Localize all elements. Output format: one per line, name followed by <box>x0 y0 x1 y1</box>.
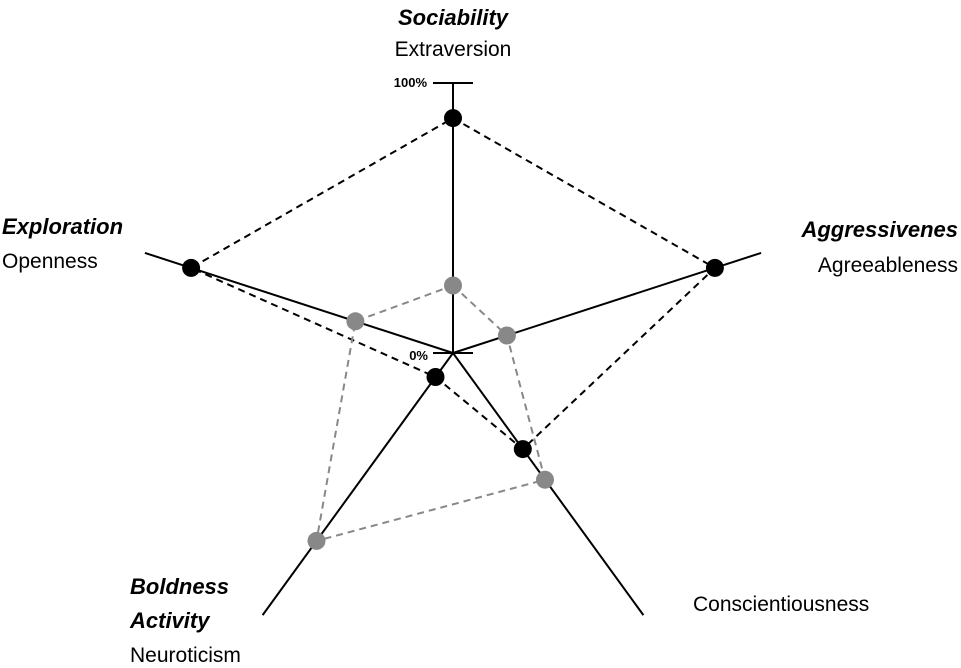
axis-agreeableness-label: Agreeableness <box>818 254 958 277</box>
series-1-point-extraversion <box>444 276 462 295</box>
axis-extraversion-bold-label: Sociability <box>398 5 510 30</box>
series-0-point-neuroticism <box>426 368 445 386</box>
axis-line-neuroticism <box>261 352 454 616</box>
series-0-outline <box>188 116 717 451</box>
axis-neuroticism-bold-label-1: Boldness <box>130 574 229 599</box>
scale-max-label: 100% <box>394 75 428 90</box>
axis-neuroticism-label: Neuroticism <box>130 644 241 667</box>
axis-openness-bold-label: Exploration <box>2 214 123 239</box>
axis-openness-label: Openness <box>2 250 98 273</box>
series-0-point-extraversion <box>444 109 462 128</box>
series-1-point-conscientiousness <box>536 470 554 489</box>
series-0-point-conscientiousness <box>513 440 532 459</box>
series-0-point-openness <box>182 258 201 277</box>
axis-agreeableness-bold-label: Aggressivenes <box>800 217 958 242</box>
scale-min-label: 0% <box>409 348 428 363</box>
series-layer <box>182 109 724 550</box>
axis-extraversion-label: Extraversion <box>395 38 512 61</box>
series-0-point-agreeableness <box>705 258 724 277</box>
series-1-point-neuroticism <box>307 531 326 550</box>
series-1-point-agreeableness <box>497 326 516 345</box>
labels-layer: 100% 0% Sociability Extraversion Aggress… <box>2 5 958 667</box>
series-1-outline <box>315 284 547 543</box>
axis-conscientiousness-label: Conscientiousness <box>693 593 869 616</box>
series-1-point-openness <box>346 312 365 331</box>
axes-layer <box>144 82 762 616</box>
axis-neuroticism-bold-label-2: Activity <box>129 608 211 633</box>
